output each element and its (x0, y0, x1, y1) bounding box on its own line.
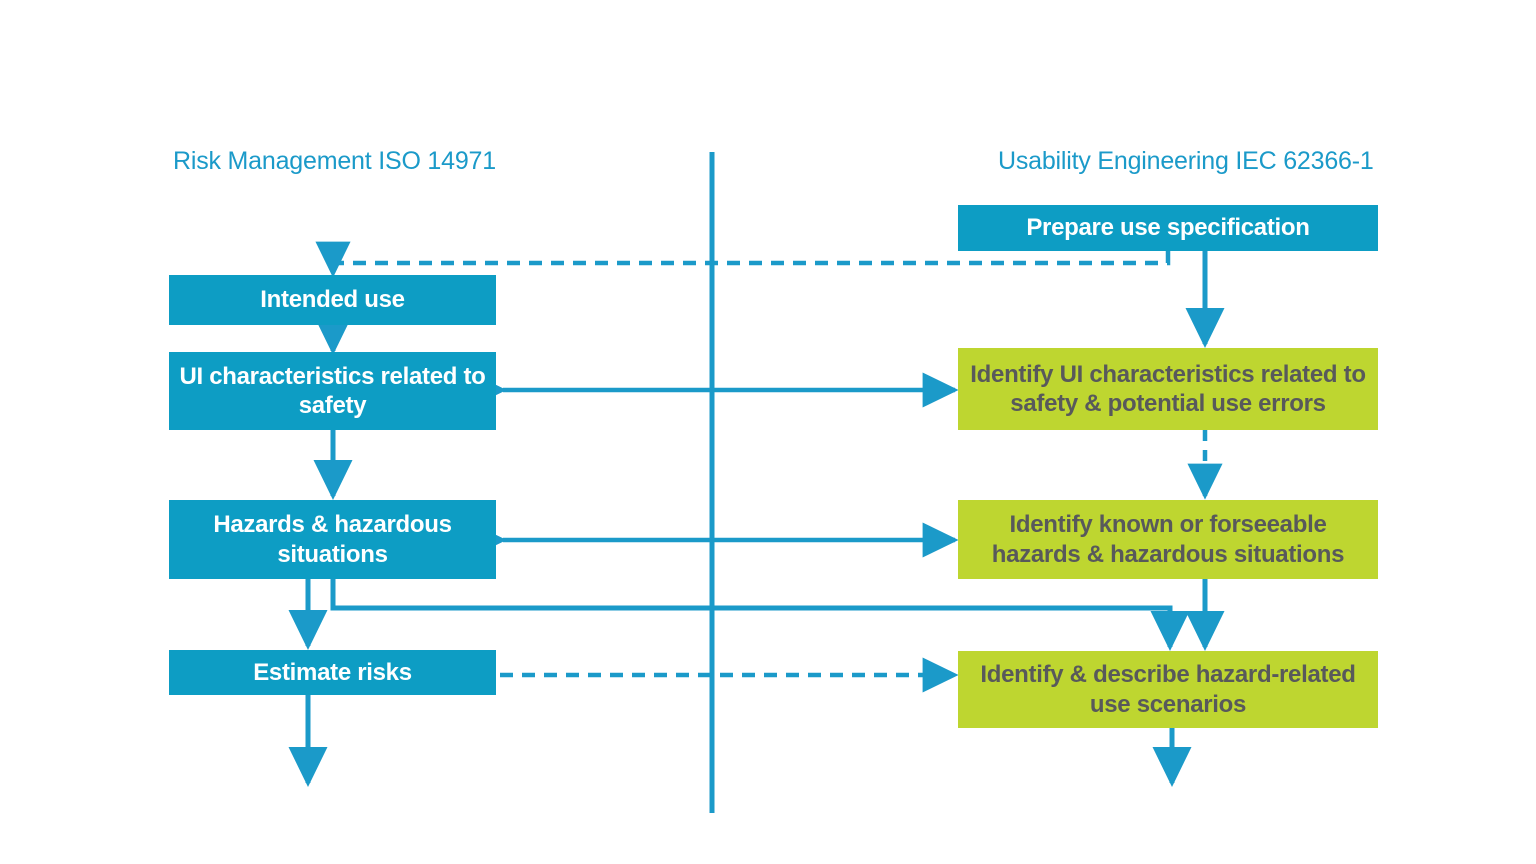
node-ui-characteristics-related-to-safety[interactable]: UI characteristics related to safety (169, 352, 496, 430)
connector-hazards-to-use-scenarios (330, 579, 1190, 652)
column-title-risk-management: Risk Management ISO 14971 (173, 147, 496, 175)
node-intended-use-label: Intended use (260, 286, 405, 314)
node-identify-hazard-use-scenarios[interactable]: Identify & describe hazard-related use s… (958, 651, 1378, 728)
node-identify-known-hazards-label: Identify known or forseeable hazards & h… (991, 511, 1345, 568)
node-estimate-risks-label: Estimate risks (253, 658, 412, 686)
node-ui-characteristics-label: UI characteristics related to safety (179, 362, 486, 419)
node-intended-use[interactable]: Intended use (169, 275, 496, 325)
node-hazards-hazardous-situations[interactable]: Hazards & hazardous situations (169, 500, 496, 579)
node-identify-ui-characteristics-label: Identify UI characteristics related to s… (970, 360, 1366, 417)
column-title-usability-engineering: Usability Engineering IEC 62366-1 (998, 147, 1374, 175)
node-identify-hazard-use-scenarios-label: Identify & describe hazard-related use s… (980, 661, 1356, 718)
node-prepare-use-specification-label: Prepare use specification (1026, 214, 1310, 242)
node-identify-known-hazards[interactable]: Identify known or forseeable hazards & h… (958, 500, 1378, 579)
node-prepare-use-specification[interactable]: Prepare use specification (958, 205, 1378, 251)
node-identify-ui-characteristics[interactable]: Identify UI characteristics related to s… (958, 348, 1378, 430)
connector-prepare-to-intended-use (315, 241, 1171, 278)
node-estimate-risks[interactable]: Estimate risks (169, 650, 496, 695)
node-hazards-label: Hazards & hazardous situations (213, 511, 452, 568)
